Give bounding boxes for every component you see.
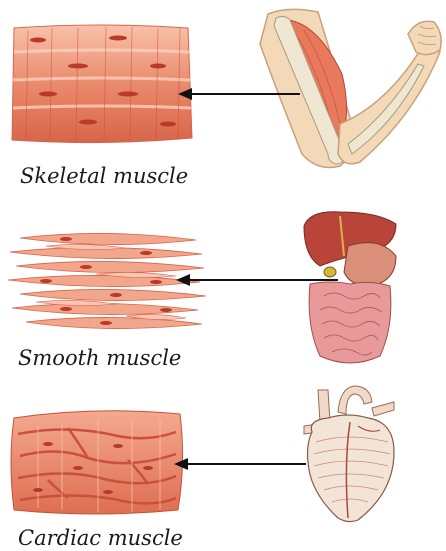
smooth-muscle-label: Smooth muscle bbox=[18, 346, 181, 370]
cardiac-arrow bbox=[172, 456, 308, 472]
cardiac-muscle-label: Cardiac muscle bbox=[18, 526, 183, 550]
cardiac-muscle-row: Cardiac muscle bbox=[0, 380, 446, 551]
smooth-arrow bbox=[174, 272, 340, 288]
skeletal-muscle-label: Skeletal muscle bbox=[20, 164, 188, 188]
skeletal-arrow bbox=[176, 86, 302, 102]
skeletal-muscle-tissue-illustration bbox=[8, 22, 196, 146]
smooth-muscle-row: Smooth muscle bbox=[0, 200, 446, 380]
digestive-tract-illustration bbox=[300, 206, 400, 370]
cardiac-muscle-tissue-illustration bbox=[8, 406, 186, 518]
skeletal-muscle-row: Skeletal muscle bbox=[0, 0, 446, 190]
heart-illustration bbox=[298, 382, 400, 526]
